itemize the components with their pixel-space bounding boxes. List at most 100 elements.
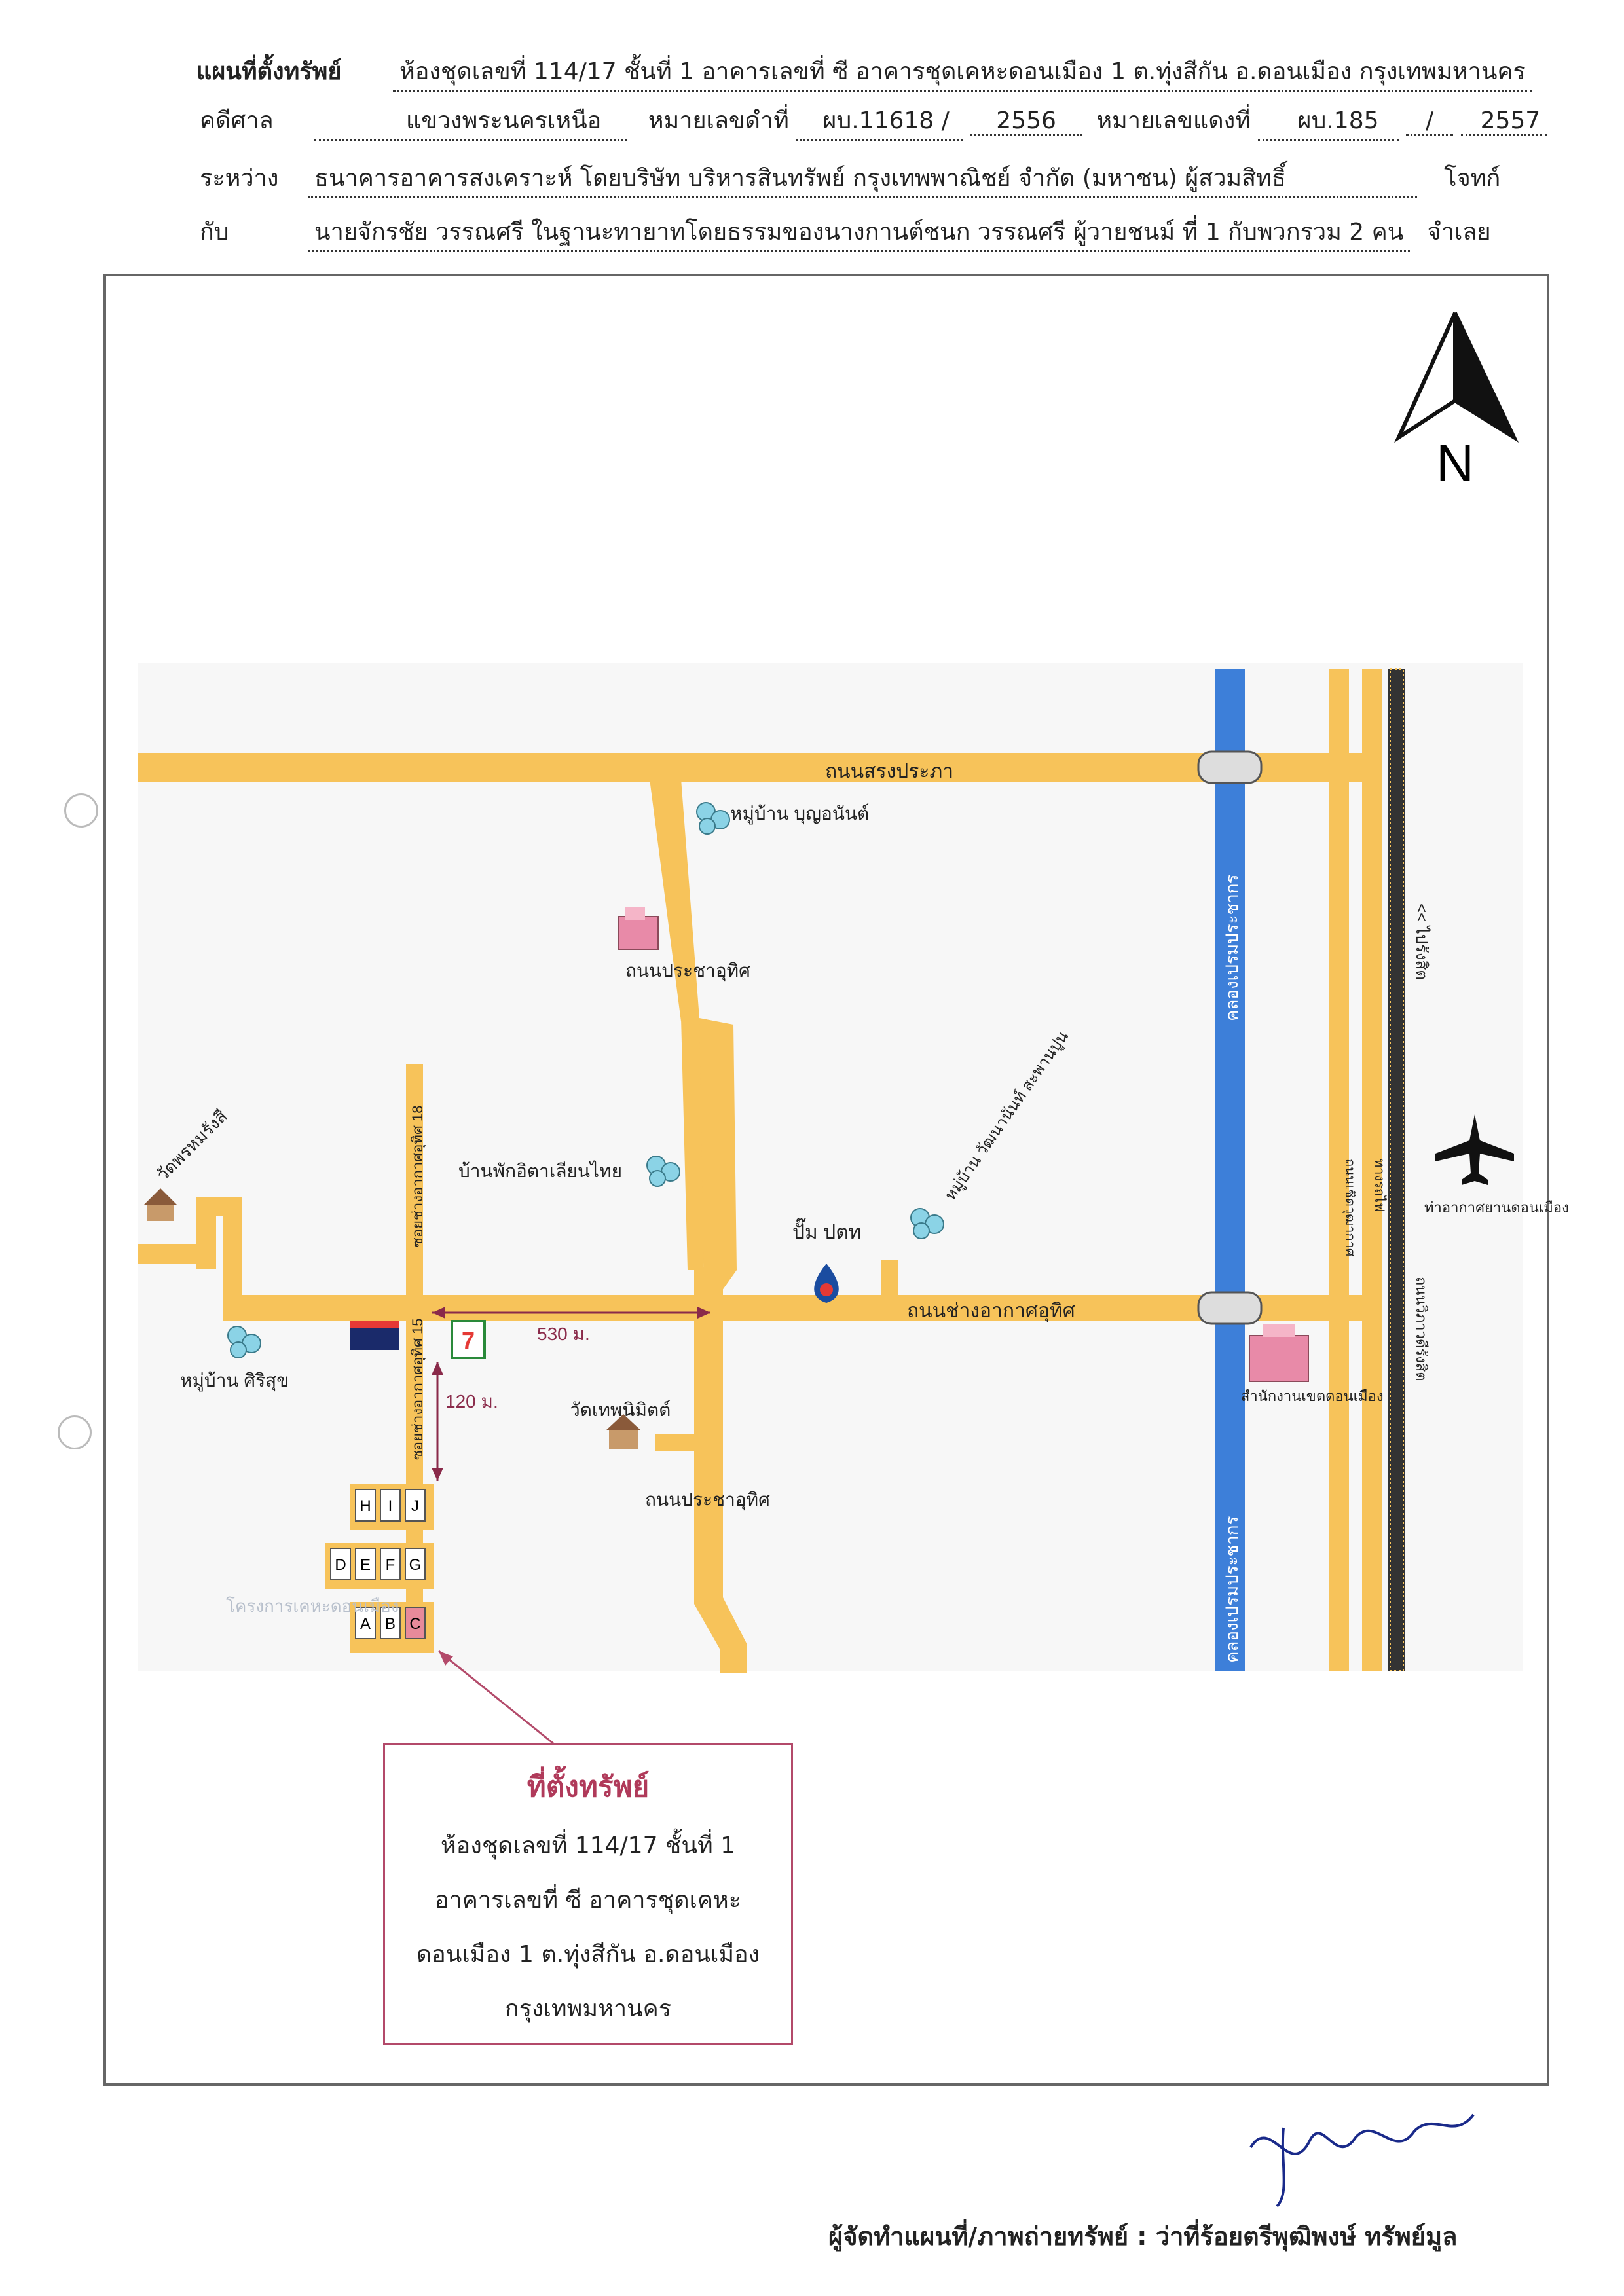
road-west-spur-h2 <box>138 1244 216 1264</box>
village-icon <box>646 1156 680 1187</box>
location-box-line1: ห้องชุดเลขที่ 114/17 ชั้นที่ 1 <box>440 1832 736 1859</box>
temple-icon <box>144 1188 177 1221</box>
plaintiff-row: ธนาคารอาคารสงเคราะห์ โดยบริษัท บริหารสิน… <box>308 159 1500 198</box>
building-label-b: B <box>385 1615 396 1633</box>
distance-arrow-horizontal <box>432 1307 710 1319</box>
court-value: แขวงพระนครเหนือ <box>314 101 628 141</box>
court-label: คดีศาล <box>200 107 274 134</box>
label-prachautit-south: ถนนประชาอุทิศ <box>645 1489 770 1511</box>
canal-prem-prachakorn <box>1215 669 1245 1671</box>
building-icon <box>618 907 659 950</box>
map-title-label: แผนที่ตั้งทรัพย์ <box>196 58 342 85</box>
building-block-c <box>405 1607 426 1639</box>
building-label-c: C <box>409 1615 420 1633</box>
tesco-lotus-icon <box>350 1321 399 1350</box>
label-district-office: สำนักงานเขตดอนเมือง <box>1241 1388 1384 1404</box>
seven-eleven-icon: 7 <box>451 1320 486 1359</box>
label-italian-thai: บ้านพักอิตาเลียนไทย <box>458 1161 622 1181</box>
label-sirisuk: หมู่บ้าน ศิริสุข <box>180 1370 289 1392</box>
building-label-e: E <box>360 1556 371 1574</box>
building-block-j <box>405 1489 426 1522</box>
airplane-icon <box>1435 1114 1514 1185</box>
binder-hole-top <box>64 793 98 828</box>
north-arrow-icon <box>1394 312 1519 443</box>
binder-hole-bottom <box>58 1415 92 1449</box>
red-case-label: หมายเลขแดงที่ <box>1096 107 1251 134</box>
building-label-a: A <box>360 1615 371 1633</box>
label-chang-akat-utit: ถนนช่างอากาศอุทิศ <box>907 1300 1075 1323</box>
distance-label-vertical: 120 ม. <box>445 1391 498 1412</box>
location-box-title: ที่ตั้งทรัพย์ <box>526 1770 650 1804</box>
preparer-line: ผู้จัดทำแผนที่/ภาพถ่ายทรัพย์ : ว่าที่ร้อ… <box>828 2222 1458 2251</box>
road-vibhavadi <box>1329 669 1349 1671</box>
location-box-line2: อาคารเลขที่ ซี อาคารชุดเคหะ <box>434 1887 742 1914</box>
location-box-line3: ดอนเมือง 1 ต.ทุ่งสีกัน อ.ดอนเมือง <box>416 1941 760 1968</box>
svg-text:7: 7 <box>462 1327 475 1354</box>
road-wat-spur <box>655 1434 701 1451</box>
road-west-spur-v <box>223 1197 242 1321</box>
village-icon <box>910 1208 944 1239</box>
defendant-role: จำเลย <box>1427 219 1491 246</box>
map-title-text: ห้องชุดเลขที่ 114/17 ชั้นที่ 1 อาคารเลขท… <box>393 52 1532 92</box>
red-case-year: 2557 <box>1460 107 1547 136</box>
building-block-h <box>355 1489 376 1522</box>
signature-image <box>1249 2113 1475 2208</box>
property-description: ห้องชุดเลขที่ 114/17 ชั้นที่ 1 อาคารเลขท… <box>393 52 1532 92</box>
label-vibhavadi: ถนนวิภาวดีรังสิต <box>1413 1277 1430 1381</box>
label-canal-lower: คลองเปรมประชากร <box>1222 1516 1242 1663</box>
ptt-pin-icon <box>814 1264 839 1303</box>
road-songprapa <box>138 753 1369 782</box>
label-prachautit-north: ถนนประชาอุทิศ <box>625 960 750 982</box>
label-airport: ท่าอากาศยานดอนเมือง <box>1424 1199 1569 1216</box>
between-label: ระหว่าง <box>200 165 279 192</box>
building-label-i: I <box>388 1497 393 1515</box>
village-icon <box>227 1326 261 1358</box>
label-wat-thepnimit: วัดเทพนิมิตต์ <box>570 1400 671 1420</box>
building-block-f <box>380 1548 401 1580</box>
building-block-d <box>330 1548 351 1580</box>
distance-arrow-vertical <box>432 1362 443 1481</box>
label-kamphaeng: ถนนเชิดวุฒากาศ <box>1342 1159 1357 1257</box>
defendant-row: นายจักรชัย วรรณศรี ในฐานะทายาทโดยธรรมของ… <box>308 213 1491 252</box>
building-block-a <box>355 1607 376 1639</box>
label-ptt: ปั๊ม ปตท <box>792 1218 861 1243</box>
road-prachautit-south <box>694 1309 747 1673</box>
label-to-rangsit: << ไปรังสิต <box>1412 903 1431 980</box>
railway <box>1388 668 1405 1671</box>
label-boonyanan: หมู่บ้าน บุญอนันต์ <box>730 803 869 825</box>
bridge-icon <box>1197 1291 1263 1325</box>
road-prachautit-north <box>650 779 737 1293</box>
property-location-box: ที่ตั้งทรัพย์ ห้องชุดเลขที่ 114/17 ชั้นท… <box>383 1743 793 2045</box>
building-label-j: J <box>411 1497 419 1515</box>
distance-label-horizontal: 530 ม. <box>537 1324 590 1344</box>
court-row: แขวงพระนครเหนือ หมายเลขดำที่ ผบ.11618 / … <box>314 101 1547 141</box>
label-project: โครงการเคหะดอนเมือง <box>226 1596 399 1616</box>
road-ptt-spur <box>881 1260 898 1300</box>
village-icon <box>696 802 730 835</box>
black-case-label: หมายเลขดำที่ <box>648 107 789 134</box>
label-soi-18: ซอยช่างอากาศอุทิศ 18 <box>409 1105 426 1247</box>
building-block-e <box>355 1548 376 1580</box>
red-case-no: ผบ.185 <box>1258 101 1399 141</box>
black-case-year: 2556 <box>970 107 1082 136</box>
red-case-sep: / <box>1405 107 1454 136</box>
defendant: นายจักรชัย วรรณศรี ในฐานะทายาทโดยธรรมของ… <box>308 213 1411 252</box>
location-box-line4: กรุงเทพมหานคร <box>504 1995 672 2022</box>
district-office-icon <box>1249 1324 1309 1382</box>
label-canal-upper: คลองเปรมประชากร <box>1222 874 1242 1021</box>
building-label-d: D <box>335 1556 346 1574</box>
plaintiff-role: โจทก์ <box>1444 165 1501 192</box>
location-pointer <box>438 1650 554 1745</box>
building-label-f: F <box>386 1556 396 1574</box>
building-block-b <box>380 1607 401 1639</box>
with-label: กับ <box>200 219 229 246</box>
bridge-icon <box>1197 750 1263 784</box>
road-prachautit-split <box>681 1018 704 1270</box>
label-soi-15: ซอยช่างอากาศอุทิศ 15 <box>409 1318 426 1460</box>
plaintiff: ธนาคารอาคารสงเคราะห์ โดยบริษัท บริหารสิน… <box>308 159 1417 198</box>
road-soi-18 <box>406 1064 423 1321</box>
building-label-h: H <box>360 1497 371 1515</box>
label-rail: ทางรถไฟ <box>1372 1159 1387 1212</box>
